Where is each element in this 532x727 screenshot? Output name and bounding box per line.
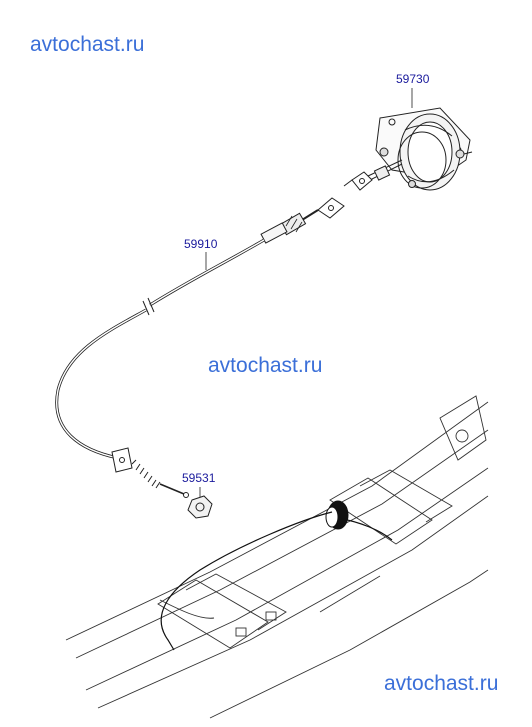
vacuum-actuator: [343, 88, 473, 191]
watermark-middle: avtochast.ru: [208, 354, 323, 377]
routed-cable: [160, 511, 393, 651]
part-label-59910: 59910: [184, 237, 218, 251]
cable-grommet: [325, 500, 349, 530]
vehicle-frame: [65, 395, 489, 719]
part-label-59730: 59730: [396, 72, 430, 86]
nut-part: [187, 487, 213, 519]
parking-brake-cable: [55, 197, 345, 498]
watermark-bottom: avtochast.ru: [384, 672, 499, 695]
watermark-top: avtochast.ru: [30, 33, 145, 56]
part-label-59531: 59531: [182, 471, 216, 485]
